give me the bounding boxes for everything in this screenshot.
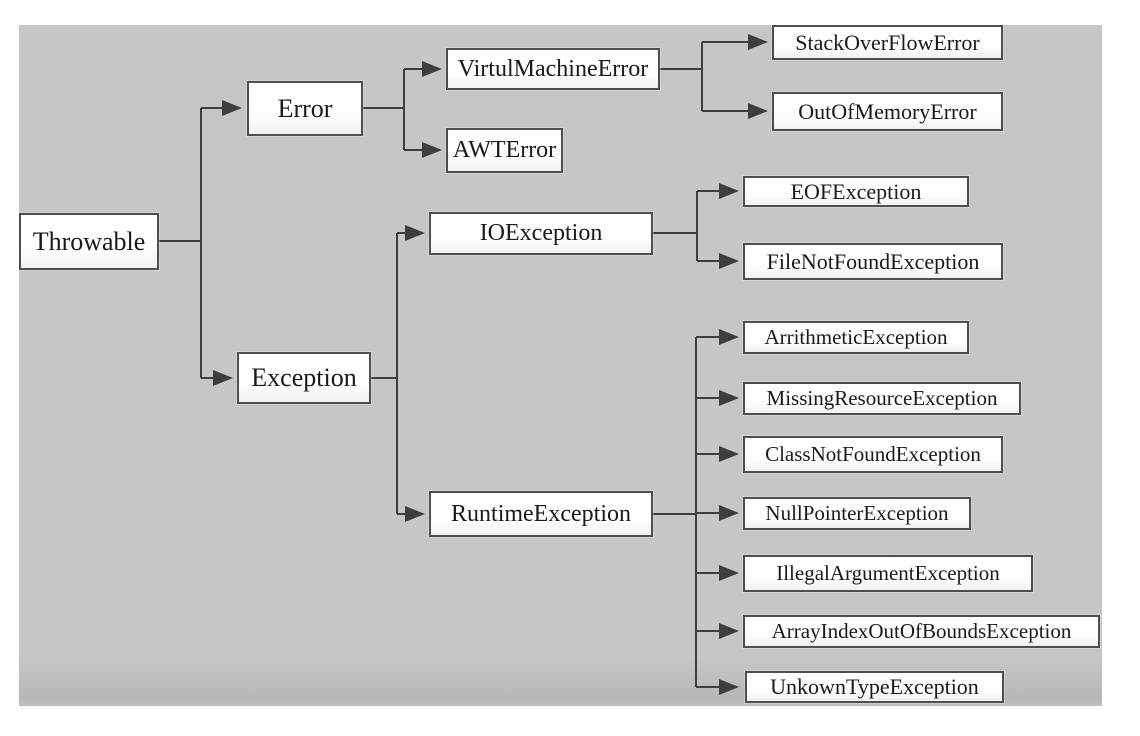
node-eof-exception: EOFException [743, 176, 969, 207]
node-class-not-found-exception: ClassNotFoundException [743, 436, 1003, 473]
node-io-exception: IOException [429, 212, 653, 255]
node-exception: Exception [237, 352, 371, 404]
node-throwable: Throwable [19, 213, 159, 270]
node-unkown-type-exception: UnkownTypeException [745, 671, 1004, 703]
node-file-not-found-exception: FileNotFoundException [743, 243, 1003, 280]
node-virtul-machine-error: VirtulMachineError [446, 48, 660, 90]
node-runtime-exception: RuntimeException [429, 491, 653, 537]
node-arrithmetic-exception: ArrithmeticException [743, 321, 969, 354]
node-out-of-memory-error: OutOfMemoryError [772, 92, 1003, 131]
node-missing-resource-exception: MissingResourceException [743, 382, 1021, 415]
node-stack-overflow-error: StackOverFlowError [772, 25, 1003, 60]
node-awt-error: AWTError [446, 128, 563, 173]
node-error: Error [247, 81, 363, 136]
node-illegal-argument-exception: IllegalArgumentException [743, 555, 1033, 592]
node-null-pointer-exception: NullPointerException [743, 497, 971, 530]
node-array-index-out-of-bounds-exception: ArrayIndexOutOfBoundsException [743, 615, 1100, 648]
